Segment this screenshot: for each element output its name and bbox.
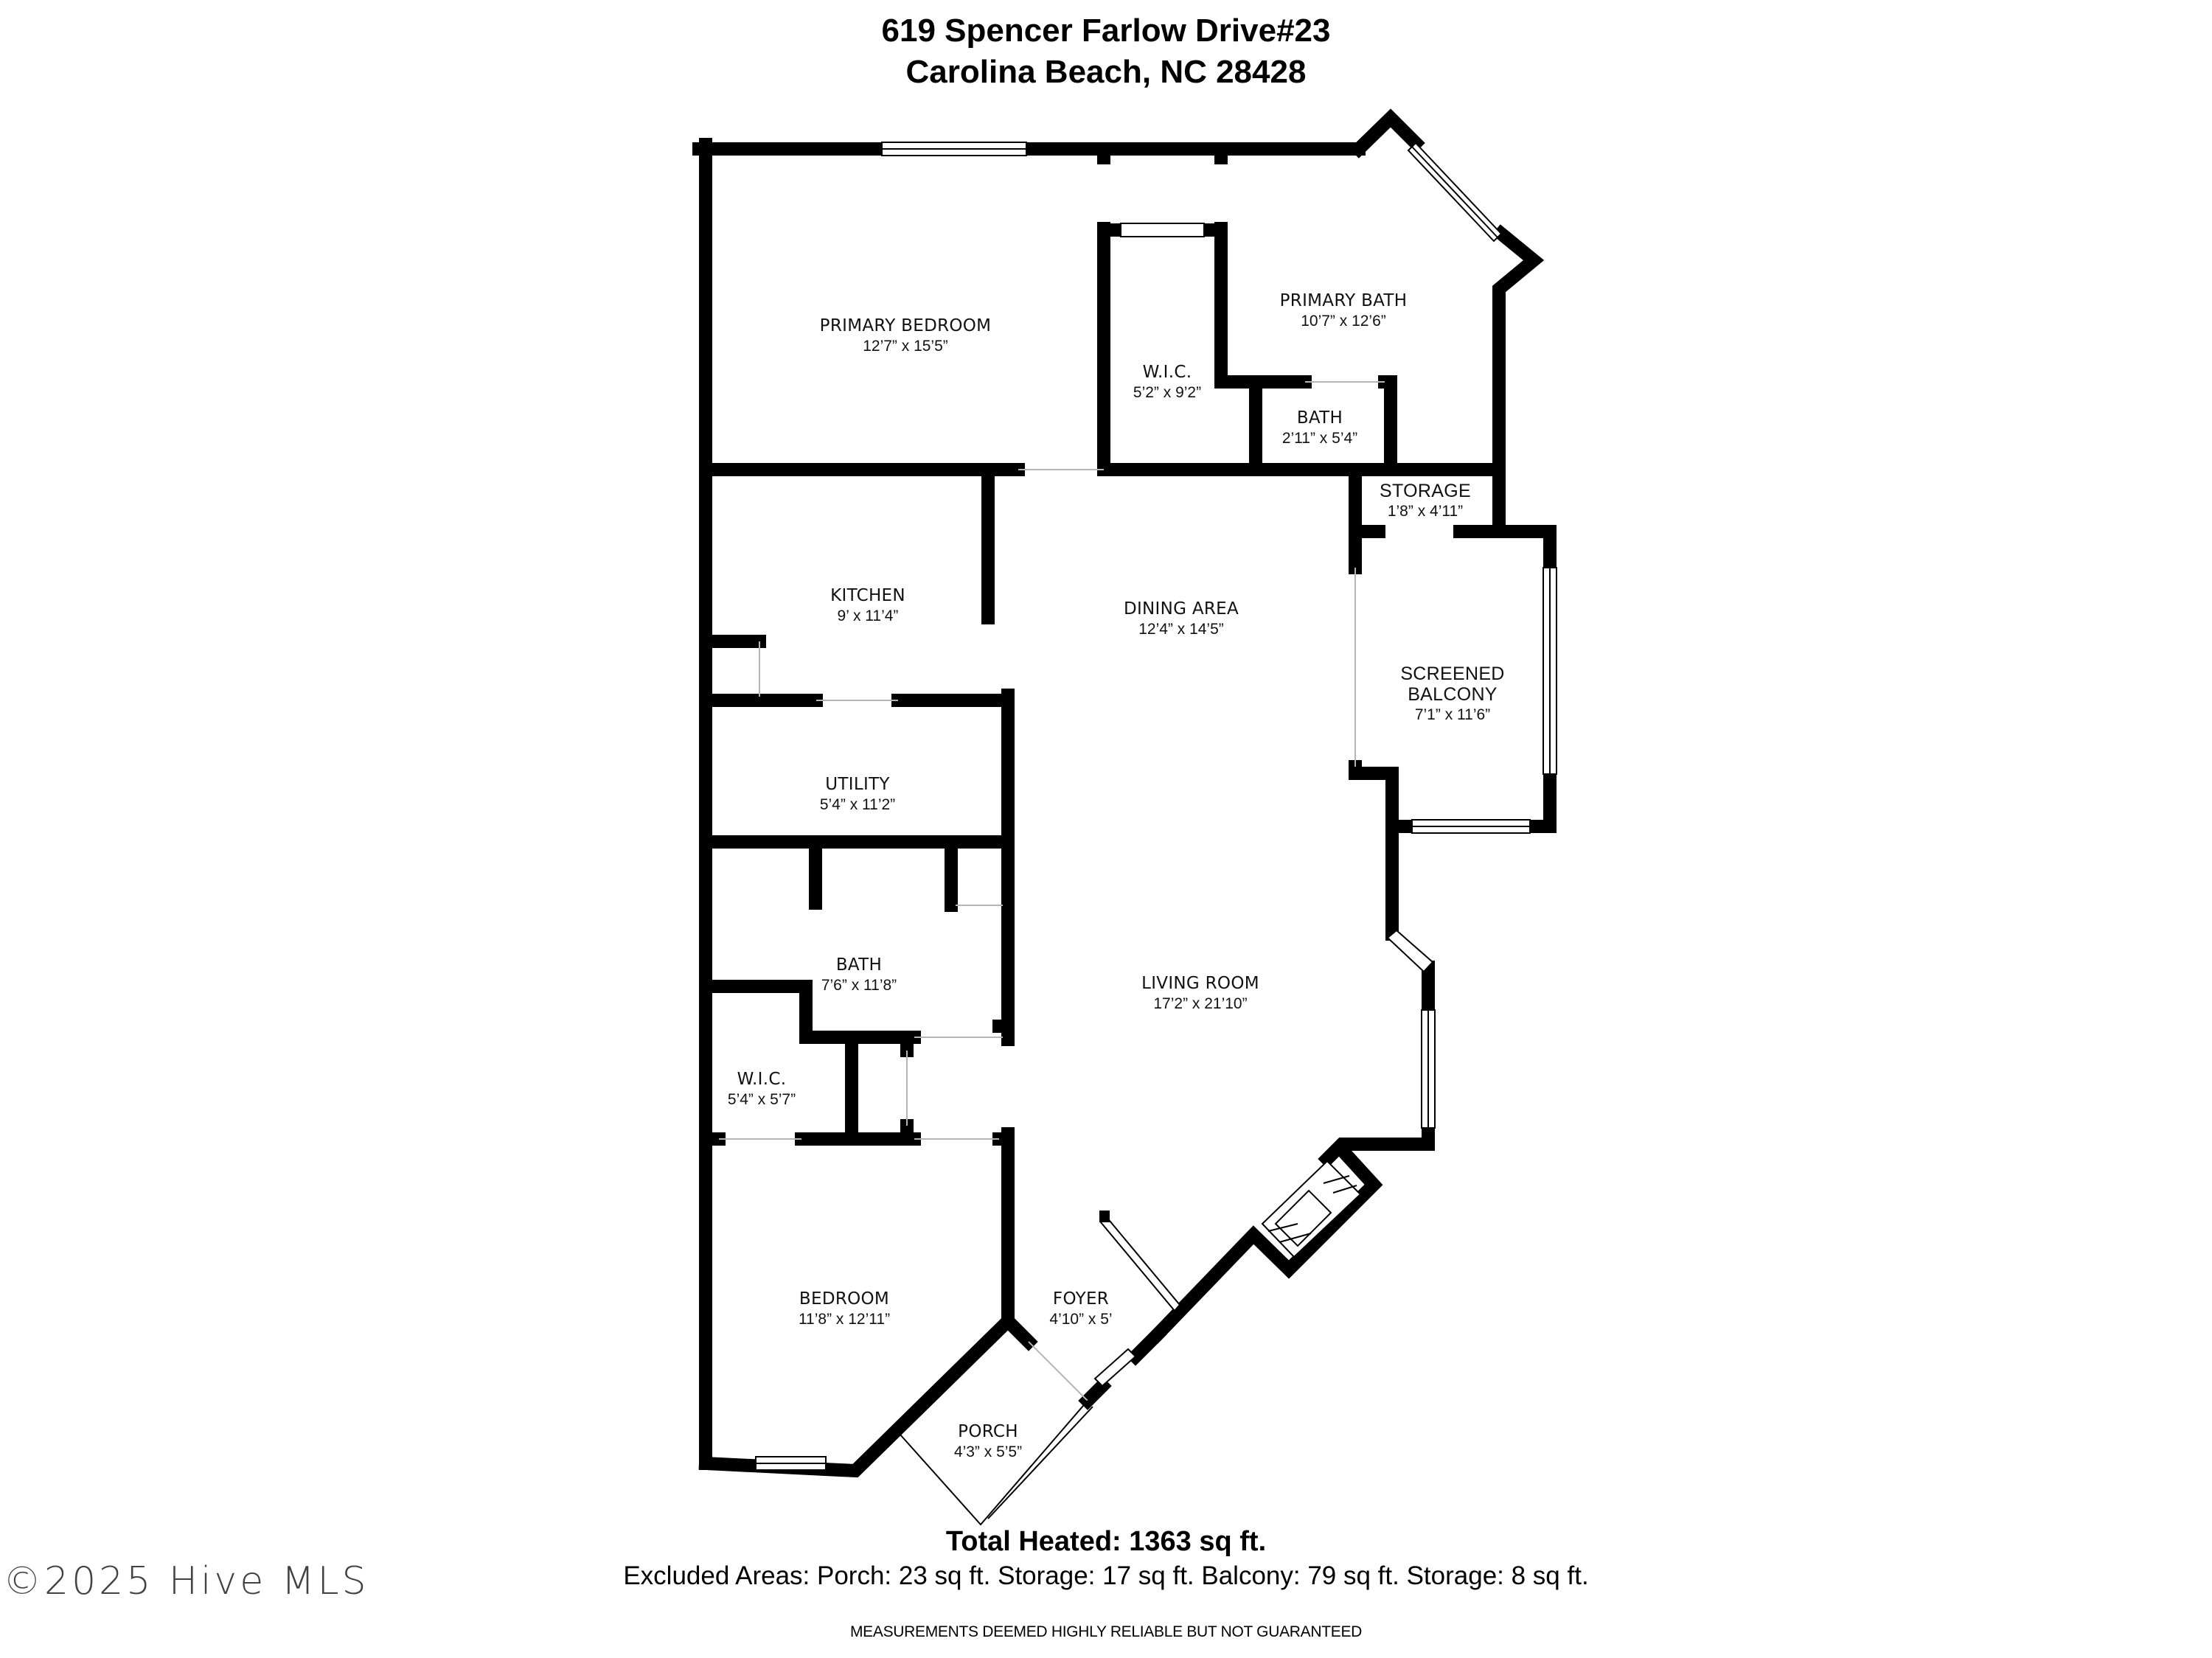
room-name: DINING AREA bbox=[1123, 599, 1239, 619]
room-dimensions: 17’2” x 21’10” bbox=[1153, 995, 1248, 1012]
room-dimensions: 5’4” x 5’7” bbox=[727, 1091, 796, 1108]
room-wic-bedroom: W.I.C. 5’4” x 5’7” bbox=[728, 1069, 796, 1110]
room-dimensions: 11’8” x 12’11” bbox=[798, 1311, 891, 1328]
room-bedroom: BEDROOM 11’8” x 12’11” bbox=[799, 1289, 890, 1330]
room-dimensions: 1’8” x 4’11” bbox=[1387, 503, 1464, 520]
openings bbox=[719, 381, 1385, 1401]
room-name: KITCHEN bbox=[830, 586, 905, 605]
excluded-areas: Excluded Areas: Porch: 23 sq ft. Storage… bbox=[623, 1561, 1589, 1590]
room-name: BATH bbox=[835, 955, 883, 975]
room-name: FOYER bbox=[1052, 1289, 1110, 1309]
room-dimensions: 10’7” x 12’6” bbox=[1301, 313, 1386, 330]
room-name: PORCH bbox=[958, 1422, 1018, 1441]
room-dimensions: 4’10” x 5’ bbox=[1049, 1311, 1113, 1328]
room-foyer: FOYER 4’10” x 5’ bbox=[1049, 1289, 1112, 1330]
porch-outline bbox=[899, 1400, 1093, 1526]
room-primary-bath: PRIMARY BATH 10’7” x 12’6” bbox=[1280, 290, 1408, 332]
room-dimensions: 12’7” x 15’5” bbox=[863, 338, 948, 355]
room-name-line2: BALCONY bbox=[1408, 684, 1498, 705]
room-bath: BATH 7’6” x 11’8” bbox=[821, 955, 897, 996]
room-wic-primary: W.I.C. 5’2” x 9’2” bbox=[1133, 362, 1201, 403]
room-name-line1: SCREENED bbox=[1400, 663, 1505, 684]
room-living-room: LIVING ROOM 17’2” x 21’10” bbox=[1141, 973, 1259, 1014]
room-dimensions: 5’2” x 9’2” bbox=[1133, 384, 1202, 401]
room-utility: UTILITY 5’4” x 11’2” bbox=[820, 774, 895, 815]
room-name: PRIMARY BATH bbox=[1279, 291, 1408, 310]
room-dimensions: 5’4” x 11’2” bbox=[819, 796, 896, 813]
room-dimensions: 4’3” x 5’5” bbox=[953, 1443, 1023, 1460]
room-name: UTILITY bbox=[825, 775, 890, 794]
room-dining-area: DINING AREA 12’4” x 14’5” bbox=[1124, 599, 1239, 640]
room-porch: PORCH 4’3” x 5’5” bbox=[954, 1421, 1022, 1463]
room-storage: STORAGE 1’8” x 4’11” bbox=[1380, 481, 1471, 522]
room-dimensions: 7’1” x 11’6” bbox=[1414, 706, 1491, 723]
room-screened-balcony: SCREENED BALCONY 7’1” x 11’6” bbox=[1400, 663, 1504, 725]
room-name: LIVING ROOM bbox=[1141, 974, 1259, 993]
room-kitchen: KITCHEN 9’ x 11’4” bbox=[830, 585, 905, 627]
total-heated: Total Heated: 1363 sq ft. bbox=[945, 1526, 1267, 1557]
address-line-1: 619 Spencer Farlow Drive#23 bbox=[881, 13, 1331, 49]
address-line-2: Carolina Beach, NC 28428 bbox=[905, 54, 1307, 90]
room-name: BEDROOM bbox=[799, 1289, 890, 1309]
room-name: W.I.C. bbox=[1142, 363, 1192, 382]
room-dimensions: 9’ x 11’4” bbox=[837, 607, 899, 624]
walls bbox=[692, 108, 1557, 1478]
fireplace bbox=[1261, 1160, 1362, 1258]
room-name: STORAGE bbox=[1380, 481, 1471, 501]
copyright-watermark: ©2025 Hive MLS bbox=[3, 1559, 369, 1603]
room-dimensions: 12’4” x 14’5” bbox=[1138, 621, 1224, 638]
foyer-door-leaf bbox=[1099, 1211, 1181, 1312]
room-dimensions: 7’6” x 11’8” bbox=[821, 977, 897, 994]
room-primary-bedroom: PRIMARY BEDROOM 12’7” x 15’5” bbox=[820, 316, 992, 357]
room-name: BATH bbox=[1296, 408, 1343, 428]
windows bbox=[755, 142, 1557, 1471]
room-name: PRIMARY BEDROOM bbox=[819, 316, 992, 335]
disclaimer: MEASUREMENTS DEEMED HIGHLY RELIABLE BUT … bbox=[849, 1623, 1363, 1640]
room-dimensions: 2’11” x 5’4” bbox=[1281, 430, 1358, 447]
room-name: W.I.C. bbox=[737, 1070, 787, 1089]
room-bath-small: BATH 2’11” x 5’4” bbox=[1282, 408, 1357, 449]
